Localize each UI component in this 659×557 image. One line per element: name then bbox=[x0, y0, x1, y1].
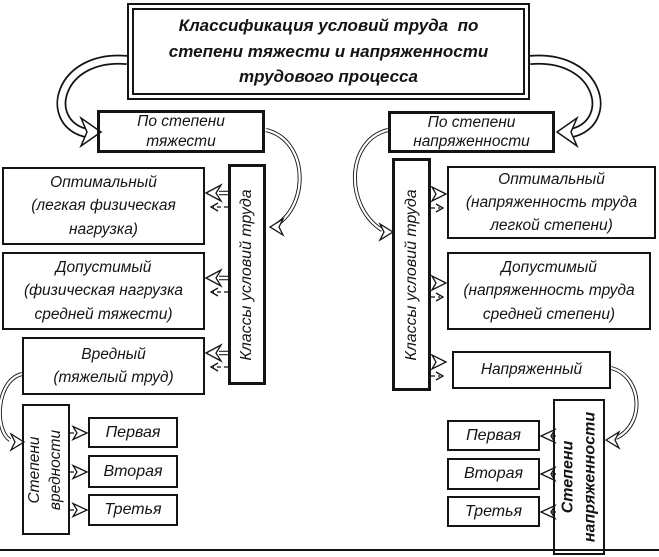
left-box-harmful: Вредный (тяжелый труд) bbox=[22, 337, 205, 395]
right-header-line-1: По степени bbox=[427, 113, 516, 131]
harm-first-label: Первая bbox=[105, 423, 161, 441]
intensity-label-line-1: Степени bbox=[559, 440, 577, 514]
degrees-of-intensity-label: Степени напряженности bbox=[557, 412, 600, 542]
right-classes-label: Классы условий труда bbox=[402, 188, 420, 361]
right-optimal-line-1: Оптимальный bbox=[498, 170, 605, 188]
right-box-acceptable: Допустимый (напряженность труда средней … bbox=[447, 252, 651, 330]
arrows-harm-degrees-to-items bbox=[70, 425, 89, 518]
curve-left-header-to-classes bbox=[265, 128, 302, 237]
right-acceptable-line-1: Допустимый bbox=[501, 259, 597, 277]
degrees-of-intensity-box: Степени напряженности bbox=[553, 399, 605, 555]
right-intense-line-1: Напряженный bbox=[480, 361, 583, 379]
title-line-1: Классификация условий труда по bbox=[178, 16, 479, 36]
harm-degree-item-second: Вторая bbox=[88, 455, 178, 488]
right-box-intense: Напряженный bbox=[452, 351, 611, 389]
page-title: Классификация условий труда по степени т… bbox=[132, 8, 525, 95]
title-box: Классификация условий труда по степени т… bbox=[127, 3, 530, 100]
harm-label-line-1: Степени bbox=[26, 435, 44, 504]
right-acceptable-line-2: (напряженность труда bbox=[463, 282, 635, 300]
arrows-left-classes-to-boxes bbox=[204, 183, 229, 372]
right-acceptable-line-3: средней степени) bbox=[482, 305, 616, 323]
left-header-line-1: По степени bbox=[137, 113, 225, 131]
left-classes-of-conditions-box: Классы условий труда bbox=[228, 164, 266, 385]
intensity-first-label: Первая bbox=[466, 426, 521, 444]
bottom-border-line bbox=[0, 549, 659, 551]
arrows-right-classes-to-boxes bbox=[430, 185, 448, 381]
hook-arrow-title-to-left-header bbox=[56, 54, 128, 149]
left-harmful-line-2: (тяжелый труд) bbox=[53, 369, 174, 386]
hook-arrow-title-to-right-header bbox=[529, 54, 602, 149]
intensity-degree-item-first: Первая bbox=[447, 420, 540, 451]
harm-third-label: Третья bbox=[104, 501, 162, 519]
left-optimal-line-3: нагрузка) bbox=[69, 220, 138, 238]
right-header-line-2: напряженности bbox=[413, 133, 530, 150]
left-optimal-line-2: (легкая физическая bbox=[31, 197, 176, 215]
curve-intense-to-degrees bbox=[604, 366, 639, 450]
harm-label-line-2: вредности bbox=[47, 429, 64, 510]
left-acceptable-line-1: Допустимый bbox=[55, 259, 152, 277]
intensity-second-label: Вторая bbox=[463, 465, 524, 483]
intensity-third-label: Третья bbox=[464, 502, 523, 520]
degrees-of-harm-box: Степени вредности bbox=[22, 404, 70, 535]
left-box-optimal: Оптимальный (легкая физическая нагрузка) bbox=[2, 167, 205, 245]
curve-harmful-to-degrees bbox=[0, 372, 26, 452]
right-branch-header-intensity: По степени напряженности bbox=[388, 111, 555, 153]
left-header-line-2: тяжести bbox=[146, 132, 216, 150]
right-classes-of-conditions-box: Классы условий труда bbox=[392, 158, 431, 391]
intensity-label-line-2: напряженности bbox=[581, 411, 598, 543]
harm-degree-item-first: Первая bbox=[88, 417, 178, 448]
degrees-of-harm-label: Степени вредности bbox=[25, 429, 67, 509]
left-harmful-line-1: Вредный bbox=[81, 345, 146, 363]
curve-right-header-to-classes bbox=[352, 128, 395, 242]
right-optimal-line-2: (напряженность труда bbox=[465, 193, 638, 211]
left-acceptable-line-2: (физическая нагрузка bbox=[23, 282, 184, 300]
intensity-degree-item-second: Вторая bbox=[447, 458, 540, 490]
title-line-3: трудового процесса bbox=[239, 67, 418, 87]
left-acceptable-line-3: средней тяжести) bbox=[34, 305, 173, 323]
title-line-2: степени тяжести и напряженности bbox=[168, 41, 489, 61]
left-branch-header-severity: По степени тяжести bbox=[97, 110, 265, 153]
left-classes-label: Классы условий труда bbox=[238, 188, 256, 361]
right-optimal-line-3: легкой степени) bbox=[490, 217, 613, 235]
harm-degree-item-third: Третья bbox=[88, 494, 178, 526]
intensity-degree-item-third: Третья bbox=[447, 496, 540, 527]
right-box-optimal: Оптимальный (напряженность труда легкой … bbox=[447, 166, 656, 239]
left-optimal-line-1: Оптимальный bbox=[50, 174, 157, 192]
harm-second-label: Вторая bbox=[103, 462, 163, 480]
left-box-acceptable: Допустимый (физическая нагрузка средней … bbox=[2, 252, 205, 330]
